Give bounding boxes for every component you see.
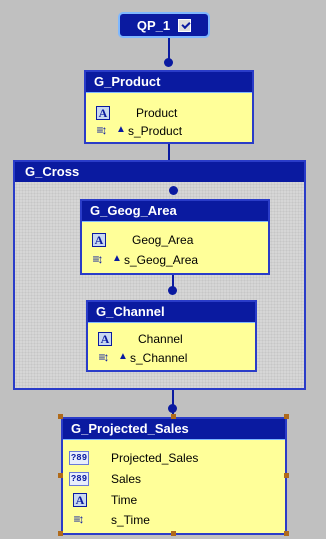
group-g-projected-sales[interactable]: G_Projected_Sales ?89 Projected_Sales ?8… [61,417,287,535]
number-type-icon: ?89 [69,451,89,465]
group-title: G_Channel [88,302,255,323]
ascending-arrow-icon: ▲ [118,351,128,362]
query-name: QP_1 [136,17,171,33]
resize-handle[interactable] [284,531,289,536]
character-type-icon: A [73,493,87,507]
link-line [172,390,174,414]
item-s-channel[interactable]: ≡↕ ▲ s_Channel [88,349,255,367]
link-connector-dot[interactable] [169,186,178,195]
check-box-icon[interactable] [178,18,192,32]
item-projected-sales[interactable]: ?89 Projected_Sales [69,451,199,465]
resize-handle[interactable] [171,531,176,536]
resize-handle[interactable] [284,473,289,478]
item-s-time[interactable]: ≡↕ s_Time [63,511,285,529]
sort-icon: ≡↕ [96,123,107,137]
link-connector-dot[interactable] [168,286,177,295]
item-geog-area[interactable]: A Geog_Area [82,231,268,249]
item-channel[interactable]: A Channel [88,330,255,348]
resize-handle[interactable] [58,414,63,419]
link-line [168,38,170,60]
group-title: G_Product [86,72,252,93]
group-g-channel[interactable]: G_Channel A Channel ≡↕ ▲ s_Channel [86,300,257,372]
cross-title: G_Cross [15,162,304,182]
sort-icon: ≡↕ [92,252,103,266]
character-type-icon: A [96,106,110,120]
group-g-product[interactable]: G_Product A Product ≡↕ ▲ s_Product [84,70,254,144]
group-title: G_Geog_Area [82,201,268,222]
number-type-icon: ?89 [69,472,89,486]
item-time[interactable]: A Time [63,491,285,509]
resize-handle[interactable] [58,473,63,478]
item-product[interactable]: A Product [86,104,252,122]
item-s-product[interactable]: ≡↕ ▲ s_Product [86,122,252,140]
sort-icon: ≡↕ [73,512,84,526]
link-connector-dot[interactable] [164,58,173,67]
group-title: G_Projected_Sales [63,419,285,440]
item-s-geog-area[interactable]: ≡↕ ▲ s_Geog_Area [82,251,268,269]
resize-handle[interactable] [284,414,289,419]
query-node-qp1[interactable]: QP_1 [118,12,210,38]
group-g-geog-area[interactable]: G_Geog_Area A Geog_Area ≡↕ ▲ s_Geog_Area [80,199,270,275]
resize-handle[interactable] [171,414,176,419]
character-type-icon: A [92,233,106,247]
item-sales[interactable]: ?89 Sales [69,472,142,486]
ascending-arrow-icon: ▲ [116,124,126,135]
resize-handle[interactable] [58,531,63,536]
link-connector-dot[interactable] [168,404,177,413]
link-line [168,144,170,162]
character-type-icon: A [98,332,112,346]
sort-icon: ≡↕ [98,350,109,364]
link-line [172,275,174,289]
ascending-arrow-icon: ▲ [112,253,122,264]
